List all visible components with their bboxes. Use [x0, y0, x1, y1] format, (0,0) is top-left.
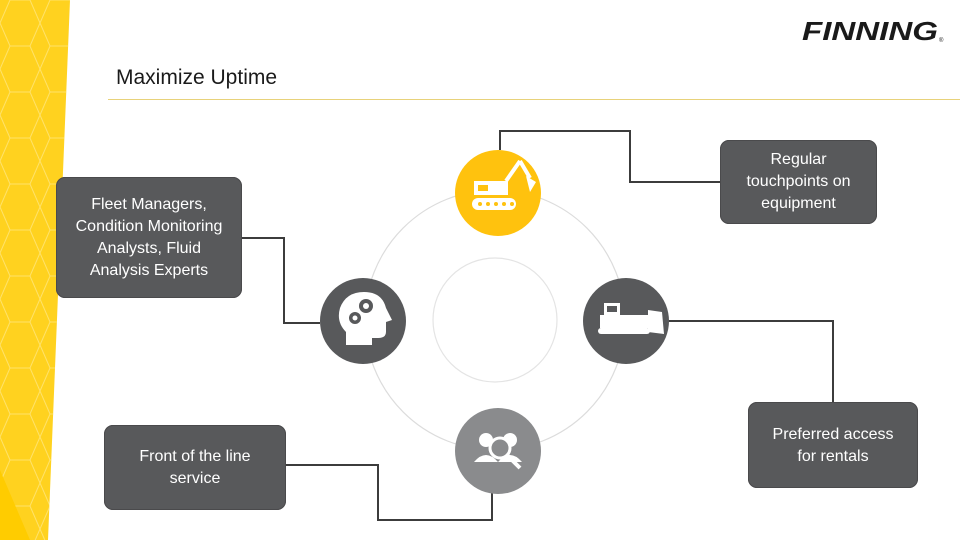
brain-gears-icon: [320, 278, 406, 364]
finning-logo: FINNING ®: [802, 16, 944, 46]
touchpoints-box: Regular touchpoints on equipment: [720, 140, 877, 224]
touchpoints-label: Regular touchpoints on equipment: [746, 151, 851, 212]
fleet-managers-box: Fleet Managers, Condition Monitoring Ana…: [56, 177, 242, 298]
front-of-line-label: Front of the line service: [139, 447, 251, 487]
people-search-icon: [455, 408, 541, 494]
svg-text:®: ®: [939, 37, 944, 44]
fleet-managers-label: Fleet Managers, Condition Monitoring Ana…: [75, 195, 223, 279]
rentals-box: Preferred access for rentals: [748, 402, 918, 488]
rentals-label: Preferred access for rentals: [772, 426, 894, 465]
connector-fleet: [242, 237, 320, 324]
slide-title: Maximize Uptime: [116, 66, 278, 89]
front-of-line-box: Front of the line service: [104, 425, 286, 510]
connector-rentals: [668, 320, 834, 403]
excavator-icon: [455, 150, 541, 236]
logo-wordmark: FINNING: [802, 18, 938, 44]
connector-front: [286, 464, 493, 521]
dozer-icon: [583, 278, 669, 364]
inner-ring: [432, 257, 558, 383]
title-divider: [108, 99, 960, 100]
connector-touchpoints: [499, 130, 720, 183]
